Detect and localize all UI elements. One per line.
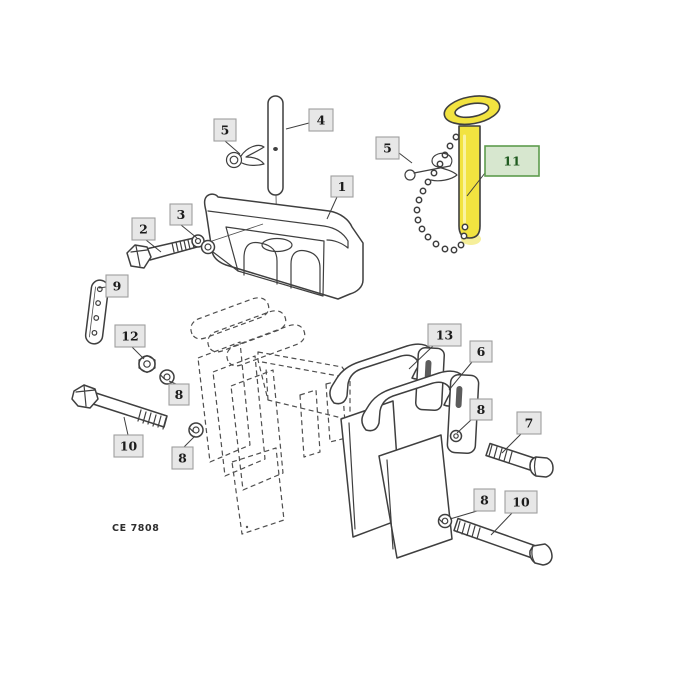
pin-shaft xyxy=(458,125,481,239)
part-label-12[interactable]: 12 xyxy=(114,324,146,360)
leader-line xyxy=(145,239,162,253)
part-label-13[interactable]: 13 xyxy=(408,323,462,370)
label-box[interactable] xyxy=(484,145,540,177)
label-number: 11 xyxy=(503,154,520,169)
part-label-8[interactable]: 8 xyxy=(449,488,496,520)
label-number: 12 xyxy=(121,329,138,344)
part-11-pin-highlighted[interactable] xyxy=(443,95,501,245)
label-box[interactable] xyxy=(330,175,354,198)
label-box[interactable] xyxy=(171,446,194,470)
part-label-3[interactable]: 3 xyxy=(169,203,198,239)
part-label-7[interactable]: 7 xyxy=(501,411,542,454)
part-2-bolt xyxy=(126,237,198,269)
label-box[interactable] xyxy=(516,411,542,435)
leader-line xyxy=(183,435,196,448)
label-box[interactable] xyxy=(308,108,334,132)
part-5-clip-chain xyxy=(404,133,469,254)
figure-code: CE 7808 xyxy=(112,523,159,534)
leader-line xyxy=(180,224,198,239)
leader-line xyxy=(466,172,486,197)
label-box[interactable] xyxy=(473,488,496,512)
part-8-washer-a xyxy=(159,369,175,385)
leader-line xyxy=(224,140,241,155)
label-number: 4 xyxy=(317,113,326,128)
part-6-weight xyxy=(361,370,480,559)
label-box[interactable] xyxy=(114,324,146,348)
part-13-weight xyxy=(329,343,445,538)
leader-line xyxy=(456,419,472,434)
label-number: 2 xyxy=(139,222,148,237)
part-10-bolt-left xyxy=(71,384,168,430)
part-label-6[interactable]: 6 xyxy=(448,340,493,391)
part-label-5[interactable]: 5 xyxy=(213,118,241,155)
part-label-9[interactable]: 9 xyxy=(98,274,129,298)
label-box[interactable] xyxy=(169,203,193,226)
part-8-washer-c xyxy=(449,429,463,443)
label-box[interactable] xyxy=(213,118,237,142)
label-number: 10 xyxy=(512,495,530,510)
label-box[interactable] xyxy=(427,323,462,347)
label-box[interactable] xyxy=(375,136,400,160)
part-label-10[interactable]: 10 xyxy=(113,416,144,458)
label-box[interactable] xyxy=(504,490,538,514)
label-box[interactable] xyxy=(469,340,493,363)
label-number: 8 xyxy=(178,451,187,466)
leader-line xyxy=(449,510,478,520)
label-number: 5 xyxy=(221,123,230,138)
leader-line xyxy=(490,512,513,536)
reference-weights-dashed xyxy=(190,297,351,535)
label-number: 6 xyxy=(477,344,486,359)
label-number: 7 xyxy=(525,416,534,431)
label-box[interactable] xyxy=(168,383,190,406)
label-box[interactable] xyxy=(113,434,144,458)
leader-line xyxy=(501,433,522,454)
label-number: 8 xyxy=(477,402,486,417)
part-12-nut xyxy=(138,354,156,374)
leader-line xyxy=(123,416,129,436)
part-label-1[interactable]: 1 xyxy=(326,175,354,220)
speck xyxy=(245,525,249,529)
part-label-5[interactable]: 5 xyxy=(375,136,413,164)
label-number: 5 xyxy=(383,141,392,156)
part-label-4[interactable]: 4 xyxy=(285,108,334,132)
part-label-11-highlighted[interactable]: 11 xyxy=(466,145,540,197)
leader-line xyxy=(285,122,310,130)
leader-line xyxy=(131,346,145,360)
leader-line xyxy=(398,152,413,164)
label-number: 10 xyxy=(120,439,138,454)
leader-line xyxy=(408,345,434,370)
r-clip xyxy=(404,152,458,182)
part-3-washers xyxy=(191,234,216,255)
leader-line xyxy=(98,286,107,289)
label-box[interactable] xyxy=(469,398,493,421)
label-number: 9 xyxy=(113,279,122,294)
part-9-strap xyxy=(84,279,110,345)
label-box[interactable] xyxy=(105,274,129,298)
part-10-bolt-right xyxy=(453,517,553,566)
leader-line xyxy=(448,361,473,391)
part-label-8[interactable]: 8 xyxy=(168,380,190,406)
label-number: 13 xyxy=(436,328,453,343)
chain xyxy=(413,133,469,254)
leader-line xyxy=(326,196,338,220)
part-label-2[interactable]: 2 xyxy=(131,217,162,253)
part-label-8[interactable]: 8 xyxy=(456,398,493,434)
part-7-bolt xyxy=(485,442,554,478)
part-8-washer-b xyxy=(188,422,204,438)
label-number: 8 xyxy=(480,493,489,508)
part-5-clip-left xyxy=(225,144,265,169)
label-number: 8 xyxy=(175,387,184,402)
label-number: 1 xyxy=(338,179,347,194)
part-1-support-bracket xyxy=(199,193,364,300)
pin-handle-loop xyxy=(443,95,501,126)
label-box[interactable] xyxy=(131,217,156,241)
label-number: 3 xyxy=(177,207,186,222)
part-label-8[interactable]: 8 xyxy=(171,435,196,470)
part-8-washer-d xyxy=(437,513,453,529)
part-label-10[interactable]: 10 xyxy=(490,490,538,536)
